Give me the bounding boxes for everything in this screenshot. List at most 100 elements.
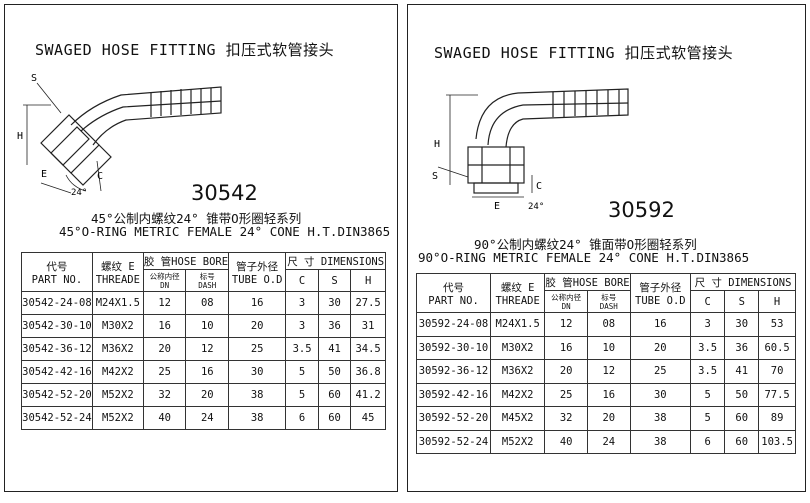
cell-part: 30592-42-16: [416, 382, 491, 407]
cell-tube: 38: [629, 429, 692, 454]
cell-thread: M52X2: [91, 406, 144, 430]
cell-tube: 30: [228, 360, 287, 384]
cell-h: 41.2: [350, 383, 386, 407]
cell-part: 30592-52-24: [416, 429, 491, 454]
cell-s: 60: [724, 406, 760, 431]
cell-thread: M52X2: [91, 383, 144, 407]
cell-part: 30542-30-10: [21, 314, 93, 338]
cell-h: 36.8: [350, 360, 386, 384]
cell-c: 5: [285, 360, 319, 384]
cell-s: 36: [724, 335, 760, 360]
label-h: H: [17, 131, 23, 142]
cell-c: 6: [690, 429, 726, 454]
cell-s: 50: [317, 360, 352, 384]
panel-title: SWAGED HOSE FITTING 扣压式软管接头: [35, 41, 335, 59]
panel-30542: SWAGED HOSE FITTING 扣压式软管接头: [4, 4, 398, 492]
label-h: H: [434, 139, 440, 150]
cell-thread: M52X2: [489, 429, 546, 454]
panel-30592: SWAGED HOSE FITTING 扣压式软管接头: [407, 4, 806, 492]
label-angle: 24°: [528, 202, 544, 212]
col-hose: 胶 管HOSE BORE: [544, 273, 631, 291]
cell-dn: 32: [544, 406, 588, 431]
cell-h: 77.5: [758, 382, 796, 407]
cell-dn: 16: [544, 335, 588, 360]
cell-tube: 25: [228, 337, 287, 361]
cell-dash: 08: [586, 312, 631, 337]
cell-s: 30: [724, 312, 760, 337]
cell-c: 5: [690, 406, 726, 431]
label-c: C: [97, 171, 103, 182]
cell-dn: 12: [544, 312, 588, 337]
cell-h: 53: [758, 312, 796, 337]
col-c: C: [285, 269, 319, 292]
cell-part: 30542-36-12: [21, 337, 93, 361]
part-number: 30592: [608, 198, 675, 222]
cell-tube: 38: [629, 406, 692, 431]
cell-thread: M42X2: [489, 382, 546, 407]
col-dimensions: 尺 寸 DIMENSIONS: [285, 252, 386, 270]
cell-h: 34.5: [350, 337, 386, 361]
cell-part: 30592-24-08: [416, 312, 491, 337]
cell-dash: 08: [185, 291, 230, 315]
cell-c: 3: [690, 312, 726, 337]
cell-thread: M24X1.5: [489, 312, 546, 337]
cell-part: 30542-24-08: [21, 291, 93, 315]
cell-s: 30: [317, 291, 352, 315]
cell-s: 60: [317, 383, 352, 407]
cell-thread: M30X2: [489, 335, 546, 360]
subtitle-en: 45°O-RING METRIC FEMALE 24° CONE H.T.DIN…: [59, 224, 391, 239]
cell-dash: 20: [185, 383, 230, 407]
cell-h: 31: [350, 314, 386, 338]
fitting-90-drawing: H S E C 24°: [432, 88, 629, 212]
cell-tube: 20: [228, 314, 287, 338]
cell-thread: M42X2: [91, 360, 144, 384]
cell-dash: 20: [586, 406, 631, 431]
cell-dash: 16: [586, 382, 631, 407]
subtitle-cn: 45°公制内螺纹24° 锥带O形圈轻系列: [91, 211, 302, 226]
cell-tube: 16: [629, 312, 692, 337]
cell-c: 3: [285, 291, 319, 315]
cell-s: 41: [724, 359, 760, 384]
cell-s: 60: [724, 429, 760, 454]
cell-tube: 30: [629, 382, 692, 407]
cell-dash: 24: [185, 406, 230, 430]
subtitle-en: 90°O-RING METRIC FEMALE 24° CONE H.T.DIN…: [418, 250, 750, 265]
fitting-45-drawing: S H E C 24°: [17, 73, 222, 198]
cell-dn: 16: [142, 314, 187, 338]
cell-s: 41: [317, 337, 352, 361]
col-c: C: [690, 290, 726, 313]
cell-dn: 32: [142, 383, 187, 407]
cell-h: 45: [350, 406, 386, 430]
cell-dash: 12: [185, 337, 230, 361]
cell-tube: 16: [228, 291, 287, 315]
cell-h: 27.5: [350, 291, 386, 315]
col-s: S: [317, 269, 352, 292]
cell-dn: 40: [544, 429, 588, 454]
cell-dash: 10: [185, 314, 230, 338]
col-hose: 胶 管HOSE BORE: [142, 252, 230, 270]
col-dimensions: 尺 寸 DIMENSIONS: [690, 273, 796, 291]
cell-tube: 38: [228, 406, 287, 430]
cell-c: 5: [285, 383, 319, 407]
cell-tube: 25: [629, 359, 692, 384]
cell-dash: 12: [586, 359, 631, 384]
cell-c: 3.5: [690, 359, 726, 384]
cell-dn: 20: [544, 359, 588, 384]
